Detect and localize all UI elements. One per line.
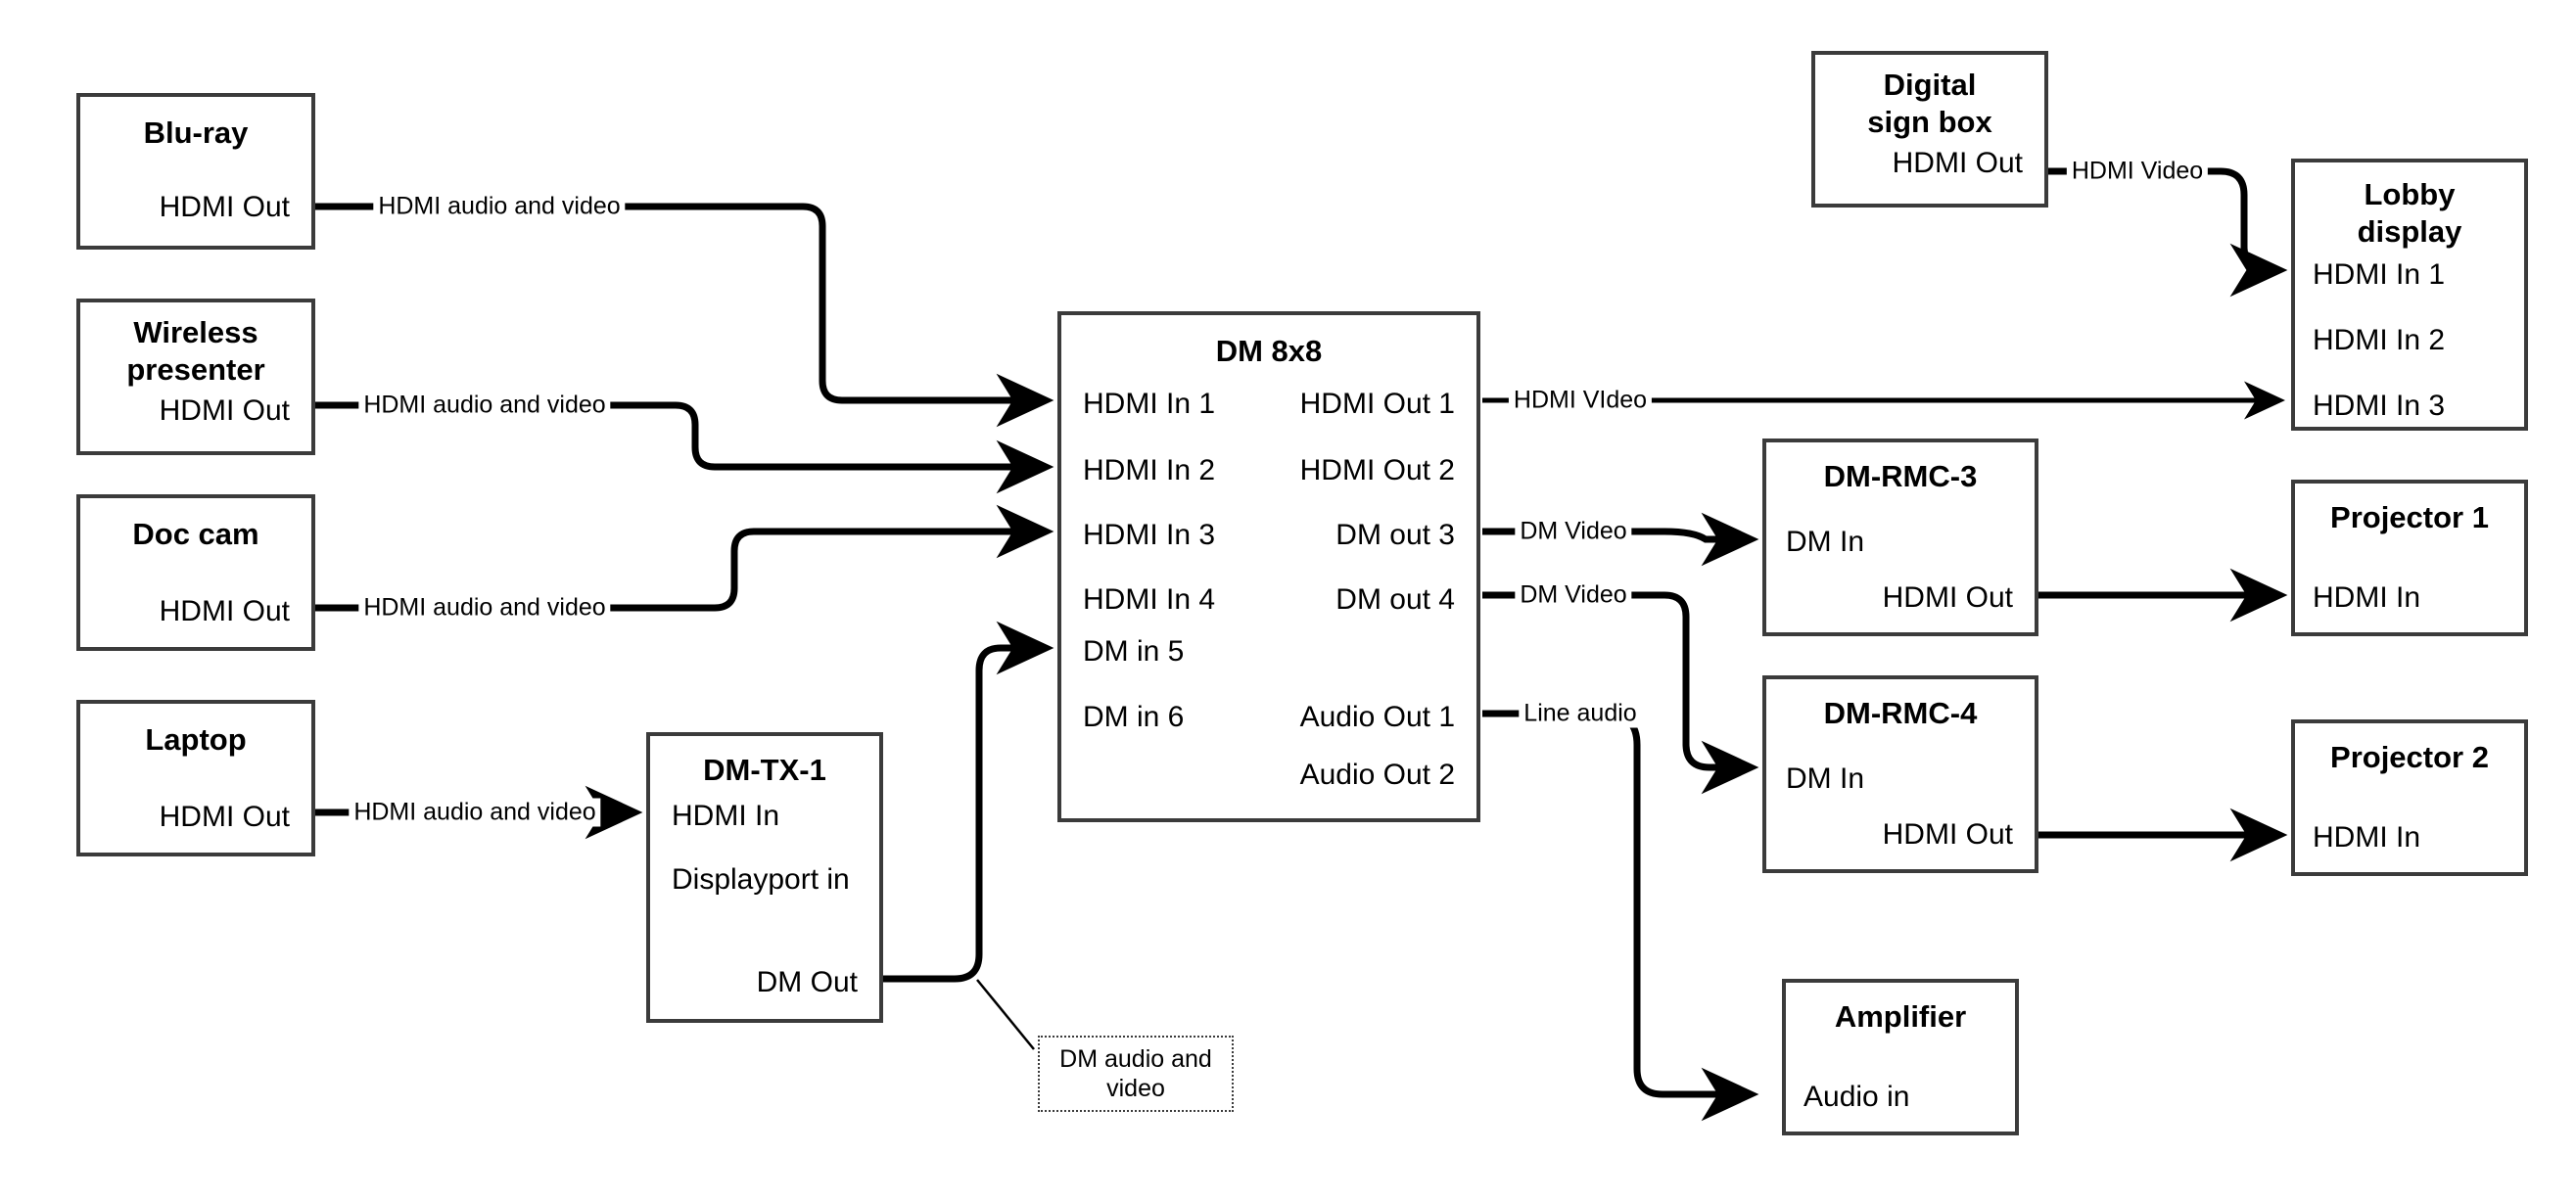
leader-dm-audio-video-callout [976, 979, 1035, 1050]
port-dm-8x8-hdmi-out-2: HDMI Out 2 [1299, 454, 1455, 486]
node-dm-tx-1[interactable]: DM-TX-1 HDMI In Displayport in DM Out [646, 732, 883, 1023]
port-lobby-display-hdmi-in-1: HDMI In 1 [2313, 258, 2446, 291]
wire-label-line-audio: Line audio [1519, 699, 1642, 728]
node-title-digital-sign-box: Digital sign box [1867, 68, 1992, 139]
port-projector-2-hdmi-in: HDMI In [2313, 821, 2421, 854]
node-digital-sign-box[interactable]: Digital sign box HDMI Out [1811, 51, 2048, 208]
node-title-projector-1: Projector 1 [2330, 500, 2489, 534]
wire-label-dm-video-out4: DM Video [1515, 580, 1632, 610]
wire-bluray-to-dm-in1 [315, 203, 1054, 428]
node-projector-1[interactable]: Projector 1 HDMI In [2291, 480, 2528, 636]
port-amplifier-audio-in: Audio in [1803, 1081, 1910, 1113]
node-title-blu-ray: Blu-ray [143, 115, 249, 150]
port-dm-8x8-hdmi-in-2: HDMI In 2 [1083, 454, 1216, 486]
wire-label-hdmi-video-sign: HDMI Video [2066, 157, 2209, 186]
node-title-dm-rmc-4: DM-RMC-4 [1823, 696, 1978, 730]
port-dm-8x8-audio-out-2: Audio Out 2 [1299, 759, 1455, 791]
port-lobby-display-hdmi-in-2: HDMI In 2 [2313, 324, 2446, 356]
wire-label-dm-video-out3: DM Video [1515, 517, 1632, 546]
port-laptop-hdmi-out: HDMI Out [159, 801, 290, 833]
node-blu-ray[interactable]: Blu-ray HDMI Out [76, 93, 315, 250]
port-dm-tx-1-hdmi-in: HDMI In [672, 800, 780, 832]
port-digital-sign-box-hdmi-out: HDMI Out [1892, 147, 2023, 179]
node-title-projector-2: Projector 2 [2330, 740, 2489, 774]
node-projector-2[interactable]: Projector 2 HDMI In [2291, 719, 2528, 876]
port-dm-tx-1-dm-out: DM Out [756, 966, 858, 998]
port-dm-8x8-audio-out-1: Audio Out 1 [1299, 701, 1455, 733]
wire-sign-to-lobby1 [2048, 167, 2288, 298]
node-title-dm-tx-1: DM-TX-1 [703, 753, 826, 787]
node-dm-8x8[interactable]: DM 8x8 HDMI In 1 HDMI In 2 HDMI In 3 HDM… [1057, 311, 1480, 822]
port-dm-8x8-hdmi-out-1: HDMI Out 1 [1299, 388, 1455, 420]
port-blu-ray-hdmi-out: HDMI Out [159, 191, 290, 223]
node-title-lobby-display: Lobby display [2357, 177, 2462, 249]
wire-label-bluray: HDMI audio and video [373, 192, 626, 221]
annotation-dm-audio-and-video: DM audio and video [1038, 1036, 1234, 1112]
node-lobby-display[interactable]: Lobby display HDMI In 1 HDMI In 2 HDMI I… [2291, 159, 2528, 431]
port-dm-8x8-dm-in-5: DM in 5 [1083, 635, 1185, 668]
node-dm-rmc-4[interactable]: DM-RMC-4 DM In HDMI Out [1762, 675, 2038, 873]
wire-label-laptop: HDMI audio and video [349, 798, 601, 827]
port-dm-rmc-4-hdmi-out: HDMI Out [1882, 818, 2013, 851]
port-dm-8x8-hdmi-in-3: HDMI In 3 [1083, 519, 1216, 551]
port-dm-8x8-dm-in-6: DM in 6 [1083, 701, 1185, 733]
node-title-doc-cam: Doc cam [132, 517, 259, 551]
port-dm-rmc-4-dm-in: DM In [1786, 762, 1865, 795]
wire-dm-audio1-to-amp [1482, 710, 1759, 1122]
node-laptop[interactable]: Laptop HDMI Out [76, 700, 315, 856]
port-dm-8x8-dm-out-3: DM out 3 [1335, 519, 1455, 551]
wire-label-wireless: HDMI audio and video [358, 391, 611, 420]
node-title-amplifier: Amplifier [1834, 999, 1967, 1034]
port-dm-8x8-hdmi-in-4: HDMI In 4 [1083, 583, 1216, 616]
wire-label-doccam: HDMI audio and video [358, 593, 611, 623]
wire-tx-to-dm-in5 [883, 621, 1054, 983]
node-title-dm-rmc-3: DM-RMC-3 [1823, 459, 1978, 493]
port-dm-8x8-hdmi-in-1: HDMI In 1 [1083, 388, 1216, 420]
port-dm-tx-1-displayport-in: Displayport in [672, 863, 850, 896]
node-wireless-presenter[interactable]: Wireless presenter HDMI Out [76, 299, 315, 455]
port-wireless-presenter-hdmi-out: HDMI Out [159, 394, 290, 427]
port-dm-8x8-dm-out-4: DM out 4 [1335, 583, 1455, 616]
port-projector-1-hdmi-in: HDMI In [2313, 581, 2421, 614]
node-title-wireless-presenter: Wireless presenter [126, 315, 265, 387]
node-dm-rmc-3[interactable]: DM-RMC-3 DM In HDMI Out [1762, 439, 2038, 636]
port-lobby-display-hdmi-in-3: HDMI In 3 [2313, 390, 2446, 422]
port-dm-rmc-3-hdmi-out: HDMI Out [1882, 581, 2013, 614]
port-doc-cam-hdmi-out: HDMI Out [159, 595, 290, 627]
wire-dm-out4-to-rmc4 [1482, 591, 1759, 795]
node-title-dm-8x8: DM 8x8 [1215, 334, 1323, 368]
node-title-laptop: Laptop [145, 722, 247, 757]
port-dm-rmc-3-dm-in: DM In [1786, 526, 1865, 558]
wire-label-hdmi-video-out1: HDMI VIdeo [1508, 386, 1653, 415]
node-amplifier[interactable]: Amplifier Audio in [1782, 979, 2019, 1135]
node-doc-cam[interactable]: Doc cam HDMI Out [76, 494, 315, 651]
